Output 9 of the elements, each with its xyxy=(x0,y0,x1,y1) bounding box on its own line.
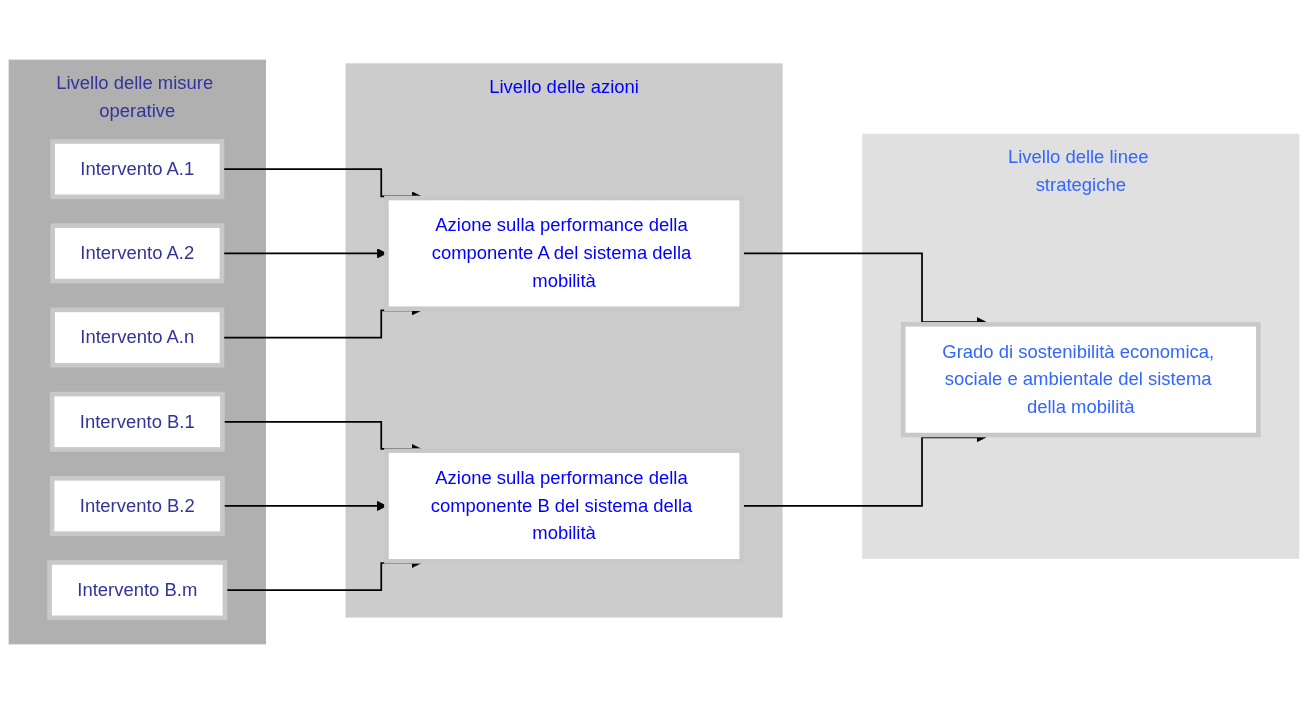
node-box: Intervento A.1 xyxy=(50,139,225,200)
node-box: Azione sulla performance della componente A del sistema della mobilità xyxy=(384,195,744,312)
node-box: Azione sulla performance della componente B del sistema della mobilità xyxy=(384,448,744,564)
node-box: Intervento A.2 xyxy=(50,223,225,284)
node-box: Intervento B.2 xyxy=(49,476,225,536)
node-box: Grado di sostenibilità economica, sociale e ambientale del sistema della mobilità xyxy=(900,322,1261,438)
node-box: Intervento A.n xyxy=(50,307,225,368)
node-box: Intervento B.m xyxy=(47,560,228,621)
node-box: Intervento B.1 xyxy=(49,391,225,452)
